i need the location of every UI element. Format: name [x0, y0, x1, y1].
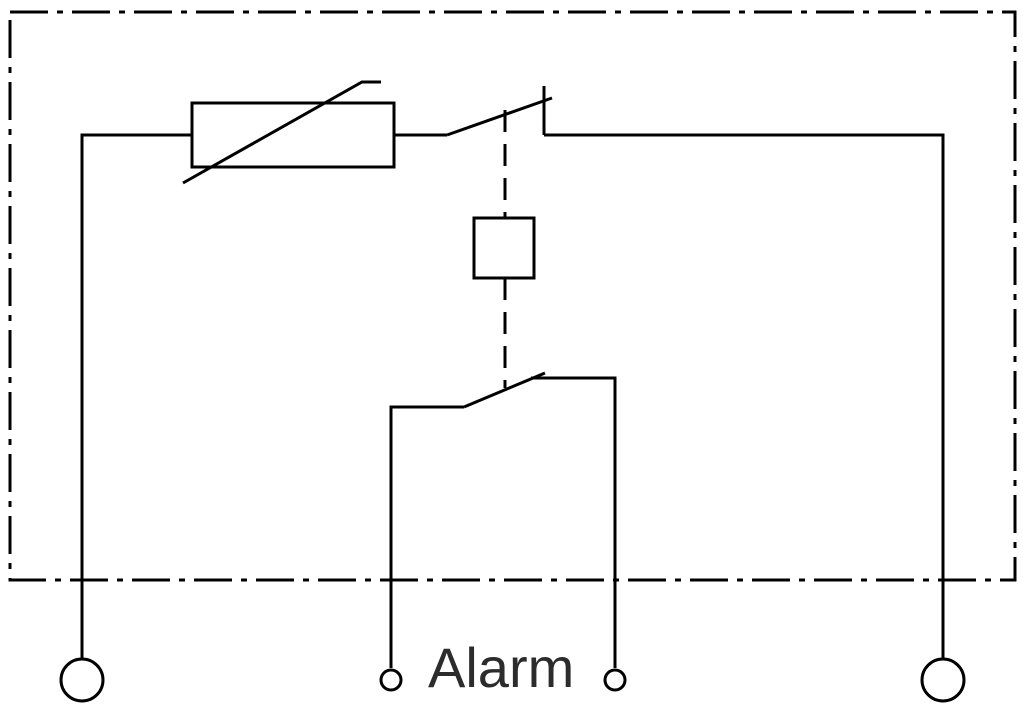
- alarm-left-terminal: [379, 668, 403, 692]
- left-supply-wire: [80, 133, 192, 658]
- alarm-right-wire: [531, 376, 617, 668]
- alarm-label: Alarm: [428, 636, 574, 699]
- right-supply-wire: [544, 133, 945, 658]
- upper-switch-blade: [446, 96, 553, 137]
- thermistor-resistor: [190, 101, 396, 169]
- alarm-right-terminal: [603, 668, 627, 692]
- right-power-terminal: [920, 657, 966, 703]
- left-power-terminal: [59, 657, 105, 703]
- housing-boundary: [8, 10, 1017, 582]
- relay-coil: [472, 216, 536, 280]
- thermistor-variable-arrow: [182, 80, 381, 185]
- alarm-left-wire: [389, 405, 464, 668]
